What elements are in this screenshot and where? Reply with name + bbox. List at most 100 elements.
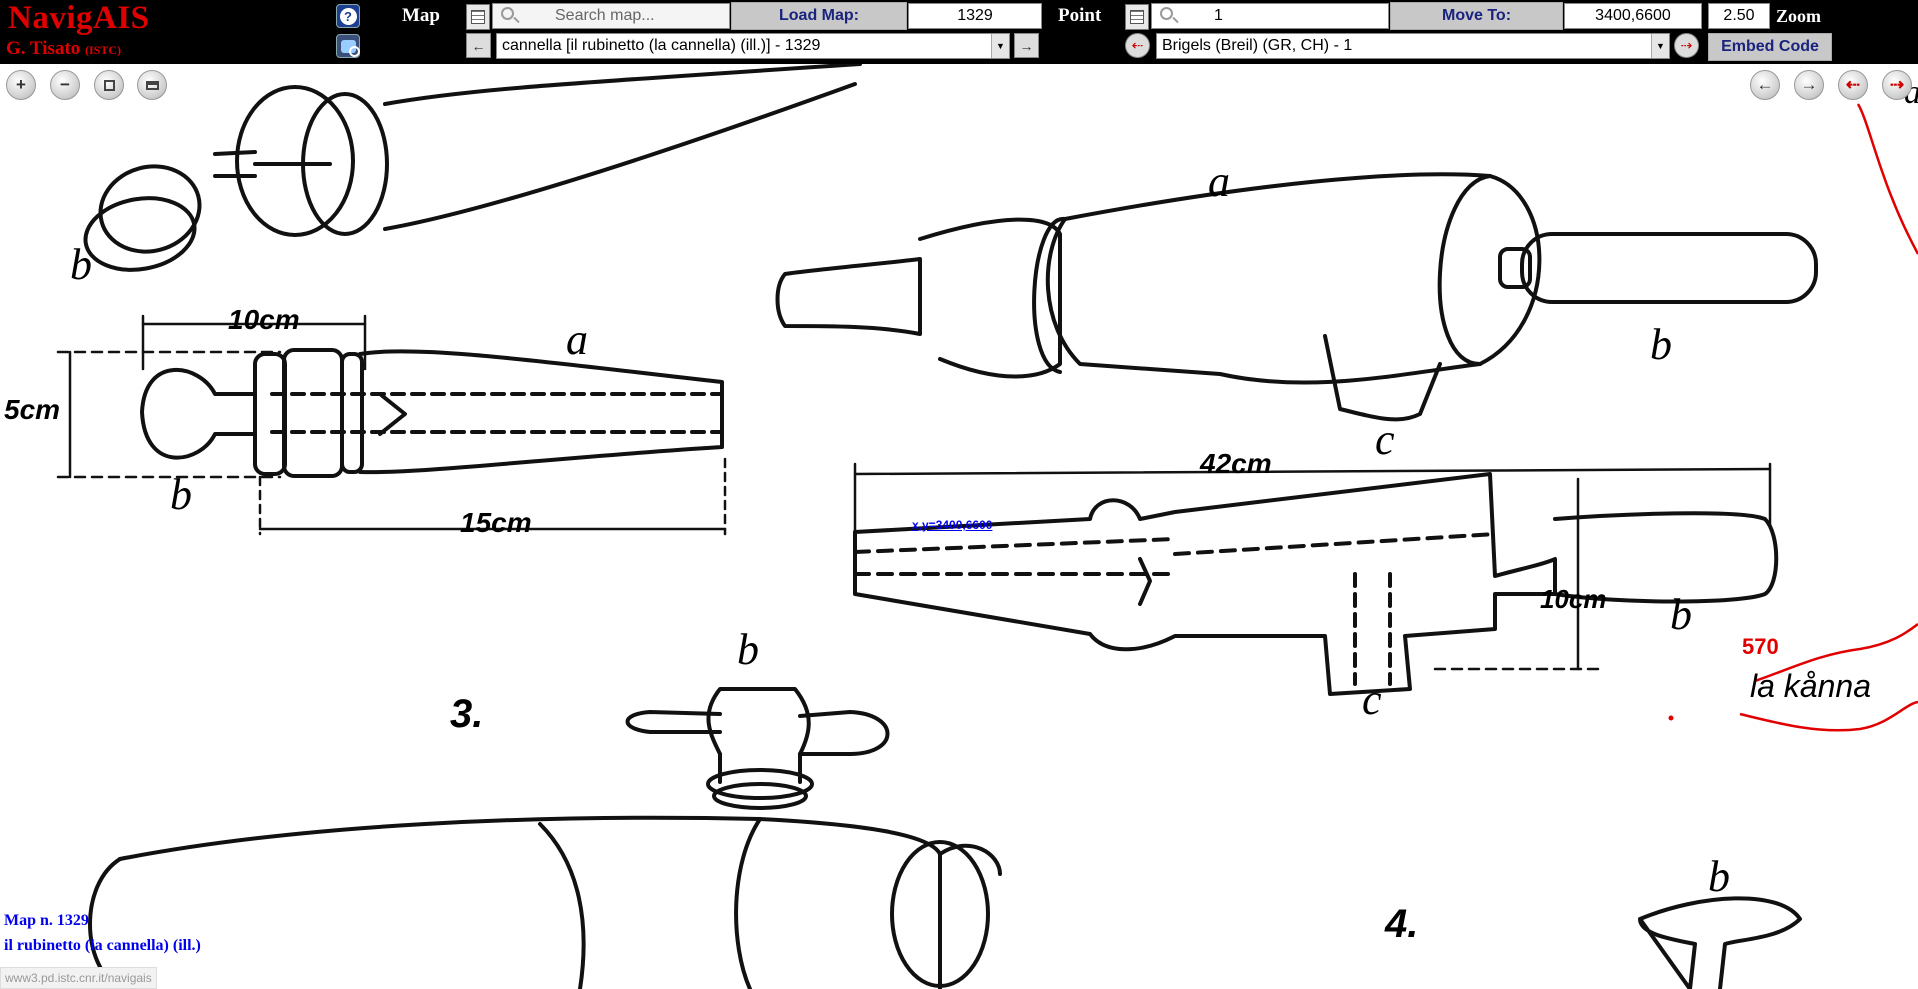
list-icon	[471, 10, 485, 24]
fit-icon	[103, 79, 115, 91]
point-list-button[interactable]	[1125, 4, 1149, 30]
tap-fig2-body	[358, 349, 724, 475]
locate-button[interactable]	[336, 34, 360, 58]
dim-line-42cm	[853, 467, 1772, 476]
chevron-down-icon: ▼	[991, 34, 1009, 58]
map-search-field[interactable]: Search map...	[492, 3, 730, 29]
map-number-input[interactable]: 1329	[908, 3, 1042, 29]
top-toolbar: NavigAIS G. Tisato (ISTC) ? Map Search m…	[0, 0, 1918, 64]
prev-arrow-icon: ←	[471, 37, 486, 54]
map-point-number[interactable]: 570	[1742, 634, 1779, 659]
map-label: Map	[402, 5, 440, 26]
map-point-word[interactable]: la kånna	[1750, 668, 1871, 704]
map-canvas[interactable]: 10cm 5cm 15cm 42cm 10cm 3. 4. b a b a b …	[0, 64, 1918, 989]
next-point-button[interactable]: ⇢	[1674, 33, 1699, 58]
zoom-out-button[interactable]: −	[50, 70, 80, 100]
tap-bottom-valve	[706, 687, 811, 756]
point-search-value: 1	[1214, 7, 1223, 24]
label-letter-b: b	[1708, 852, 1730, 901]
next-map-button[interactable]: →	[1014, 33, 1039, 58]
chevron-down-icon: ▼	[1651, 34, 1669, 58]
label-letter-a: a	[566, 315, 588, 364]
fit-view-button[interactable]	[94, 70, 124, 100]
label-letter-c: c	[1362, 675, 1382, 724]
map-caption-number: Map n. 1329	[4, 912, 89, 929]
zoom-in-icon: +	[16, 75, 26, 94]
search-icon-handle	[513, 16, 520, 24]
label-dim-15cm: 15cm	[460, 507, 532, 538]
help-button[interactable]: ?	[336, 4, 360, 28]
list-icon	[1130, 10, 1144, 24]
print-button[interactable]	[137, 70, 167, 100]
zoom-label: Zoom	[1776, 6, 1821, 26]
tap-bottom-key	[625, 710, 722, 734]
tap-section-outline	[853, 472, 1557, 696]
point-label: Point	[1058, 5, 1102, 26]
prev-point-icon: ⇠	[1845, 75, 1861, 94]
label-letter-b: b	[1670, 590, 1692, 639]
map-list-button[interactable]	[466, 4, 490, 30]
zoom-input[interactable]: 2.50	[1708, 3, 1770, 29]
map-point-dot	[1668, 715, 1674, 721]
pan-right-icon: →	[1800, 75, 1818, 94]
app-logo: NavigAIS	[8, 0, 150, 36]
print-icon	[145, 80, 159, 90]
tap-right-top-spout	[1323, 334, 1442, 422]
label-dim-10cm: 10cm	[228, 304, 300, 335]
map-illustration	[56, 64, 1918, 989]
zoom-in-button[interactable]: +	[6, 70, 36, 100]
tap-top-left-handle	[98, 164, 202, 254]
label-letter-b: b	[70, 240, 92, 289]
next-point-map-button[interactable]: ⇢	[1882, 70, 1912, 100]
label-letter-a: a	[1208, 157, 1230, 206]
point-select-value: Brigels (Breil) (GR, CH) - 1	[1162, 37, 1353, 54]
tap-bottom-body	[118, 815, 942, 989]
tap-bottom-end-cap	[890, 840, 990, 988]
move-to-button[interactable]: Move To:	[1390, 2, 1563, 30]
cursor-coordinates: x,y=3400,6600	[912, 518, 993, 532]
label-letter-b: b	[170, 470, 192, 519]
label-dim-10cm-right: 10cm	[1540, 584, 1607, 614]
search-icon	[1160, 7, 1173, 20]
point-select[interactable]: Brigels (Breil) (GR, CH) - 1 ▼	[1156, 33, 1670, 59]
pan-left-button[interactable]: ←	[1750, 70, 1780, 100]
next-arrow-icon: →	[1019, 37, 1034, 54]
tap-right-top-body	[1045, 172, 1542, 385]
label-dim-42cm: 42cm	[1200, 448, 1272, 479]
coordinates-input[interactable]: 3400,6600	[1564, 3, 1702, 29]
help-icon: ?	[339, 7, 357, 25]
prev-point-button[interactable]: ⇠	[1125, 33, 1150, 58]
map-caption-title: il rubinetto (la cannella) (ill.)	[4, 937, 201, 954]
next-point-icon: ⇢	[1680, 37, 1693, 53]
tap-right-top-handle	[1520, 232, 1818, 304]
label-letter-c: c	[1375, 415, 1395, 464]
embed-code-button[interactable]: Embed Code	[1708, 33, 1832, 61]
search-icon	[501, 7, 514, 20]
label-letter-b: b	[737, 625, 759, 674]
map-search-placeholder: Search map...	[555, 7, 655, 24]
label-fig4: 4.	[1385, 902, 1419, 946]
prev-map-button[interactable]: ←	[466, 33, 491, 58]
isogloss-lower	[1754, 623, 1918, 683]
tap-top-left-body	[383, 64, 862, 106]
zoom-out-icon: −	[60, 75, 70, 94]
status-url: www3.pd.istc.cnr.it/navigais	[0, 967, 157, 989]
pan-left-icon: ←	[1756, 75, 1774, 94]
app-subtitle: G. Tisato (ISTC)	[6, 38, 122, 59]
load-map-button[interactable]: Load Map:	[731, 2, 907, 30]
next-point-icon: ⇢	[1889, 75, 1905, 94]
prev-point-icon: ⇠	[1131, 37, 1144, 53]
label-fig3: 3.	[450, 692, 484, 736]
label-dim-5cm: 5cm	[4, 394, 61, 425]
prev-point-map-button[interactable]: ⇠	[1838, 70, 1868, 100]
map-select-value: cannella [il rubinetto (la cannella) (il…	[502, 37, 821, 54]
point-search-field[interactable]: 1	[1151, 3, 1389, 29]
label-letter-b: b	[1650, 320, 1672, 369]
tap-fig4-handle	[1638, 896, 1802, 989]
locate-icon	[340, 39, 360, 57]
isogloss-upper	[1856, 103, 1918, 255]
search-icon-handle	[1172, 16, 1179, 24]
pan-right-button[interactable]: →	[1794, 70, 1824, 100]
tap-top-left-collar	[235, 85, 355, 237]
map-select[interactable]: cannella [il rubinetto (la cannella) (il…	[496, 33, 1010, 59]
